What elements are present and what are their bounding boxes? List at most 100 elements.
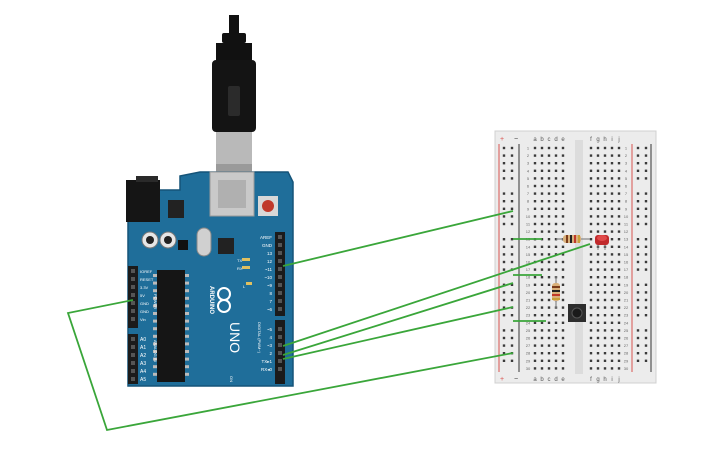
- power-pin-label: 5V: [140, 293, 145, 298]
- row-number: 3: [527, 161, 530, 166]
- resistor-vertical[interactable]: [552, 276, 560, 309]
- power-rails: [502, 146, 648, 362]
- power-jack: [126, 180, 160, 222]
- digital-header-upper[interactable]: [275, 232, 285, 316]
- digital-pin-label: 2: [269, 351, 272, 356]
- model-text: UNO: [227, 322, 243, 353]
- analog-section-label: ANALOG IN: [153, 340, 158, 362]
- row-number: 6: [625, 184, 628, 189]
- row-number: 1: [625, 146, 628, 151]
- column-letter: d: [554, 377, 557, 383]
- row-number: 25: [624, 328, 629, 333]
- analog-pin-label: A2: [140, 353, 146, 359]
- digital-pin-label: ~11: [265, 267, 273, 272]
- row-number: 14: [624, 244, 629, 249]
- digital-pin-label: ~10: [264, 275, 272, 280]
- row-number: 18: [526, 275, 531, 280]
- wire-gnd-rail[interactable]: [282, 210, 514, 267]
- digital-pin-label: 8: [269, 291, 272, 296]
- digital-pin-label: ~9: [267, 283, 273, 288]
- digital-pin-label: 4: [269, 335, 272, 340]
- center-channel: [575, 140, 583, 374]
- rail-minus-top: −: [514, 136, 518, 143]
- row-number: 15: [526, 252, 531, 257]
- analog-pin-label: A4: [140, 369, 146, 375]
- column-letter: f: [590, 377, 592, 383]
- row-number: 23: [526, 313, 531, 318]
- row-number: 11: [526, 222, 531, 227]
- rail-plus-bottom: +: [500, 376, 504, 383]
- row-number: 9: [527, 206, 530, 211]
- row-number: 3: [625, 161, 628, 166]
- column-letter: j: [617, 377, 619, 383]
- row-number: 13: [624, 237, 629, 242]
- brand-text: ARDUINO: [208, 286, 214, 314]
- row-number: 10: [526, 214, 531, 219]
- row-number: 2: [527, 153, 530, 158]
- wire-pin2-button[interactable]: [282, 306, 514, 360]
- row-number: 8: [527, 199, 530, 204]
- analog-pin-label: A5: [140, 377, 146, 383]
- row-number: 29: [624, 358, 629, 363]
- row-number: 27: [526, 343, 531, 348]
- row-number: 25: [526, 328, 531, 333]
- row-number: 6: [527, 184, 530, 189]
- column-letter: g: [596, 377, 599, 383]
- digital-pin-label: 12: [267, 259, 273, 264]
- digital-pin-label: 7: [269, 299, 272, 304]
- row-number: 7: [625, 191, 628, 196]
- resistor-horizontal[interactable]: [556, 235, 590, 243]
- row-number: 10: [624, 214, 629, 219]
- arduino-logo: ARDUINO UNO: [208, 286, 243, 353]
- on-label: ON: [229, 376, 234, 382]
- row-number: 9: [625, 206, 628, 211]
- row-number: 20: [624, 290, 629, 295]
- row-number: 26: [624, 336, 629, 341]
- power-pin-label: IOREF: [140, 269, 153, 274]
- wire-5v-rail[interactable]: [66, 299, 514, 432]
- row-number: 19: [526, 282, 531, 287]
- row-number: 12: [624, 229, 629, 234]
- column-letter: a: [533, 377, 537, 383]
- column-letter: a: [533, 137, 537, 143]
- digital-pin-label: 13: [267, 251, 273, 256]
- led-label-tx: TX: [237, 258, 242, 263]
- led-label-l: L: [243, 284, 246, 289]
- analog-header[interactable]: [128, 334, 138, 384]
- column-letter: h: [603, 377, 606, 383]
- digital-pin-label: ~3: [267, 343, 273, 348]
- wire-pin3[interactable]: [282, 282, 514, 356]
- column-letter: d: [554, 137, 557, 143]
- digital-pin-label: ~5: [267, 327, 273, 332]
- row-number: 20: [526, 290, 531, 295]
- digital-section-label: DIGITAL (PWM~): [257, 322, 262, 354]
- row-number: 19: [624, 282, 629, 287]
- led[interactable]: [595, 235, 609, 250]
- column-letter: b: [540, 377, 544, 383]
- usb-cable: [212, 15, 256, 172]
- reset-button[interactable]: [262, 200, 274, 212]
- row-number: 30: [624, 366, 629, 371]
- digital-pin-label: GND: [262, 243, 273, 248]
- row-number: 21: [526, 298, 531, 303]
- row-number: 4: [527, 168, 530, 173]
- analog-pin-label: A3: [140, 361, 146, 367]
- digital-pin-label: RX◂0: [261, 367, 273, 372]
- row-number: 16: [526, 260, 531, 265]
- rail-plus-top: +: [500, 136, 504, 143]
- pushbutton[interactable]: [568, 304, 586, 322]
- power-pin-label: GND: [140, 309, 149, 314]
- wire-pin4-led[interactable]: [282, 243, 591, 347]
- column-letter: h: [603, 137, 606, 143]
- power-section-label: POWER: [153, 294, 158, 309]
- digital-pin-label: AREF: [260, 235, 272, 240]
- row-number: 24: [526, 320, 531, 325]
- arduino-board[interactable]: TX RX L ARDUINO UNO ON IOREFRESET3.3V5VG…: [126, 171, 294, 387]
- digital-pin-label: ~6: [267, 307, 273, 312]
- column-letter: g: [596, 137, 599, 143]
- analog-pin-label: A1: [140, 345, 146, 351]
